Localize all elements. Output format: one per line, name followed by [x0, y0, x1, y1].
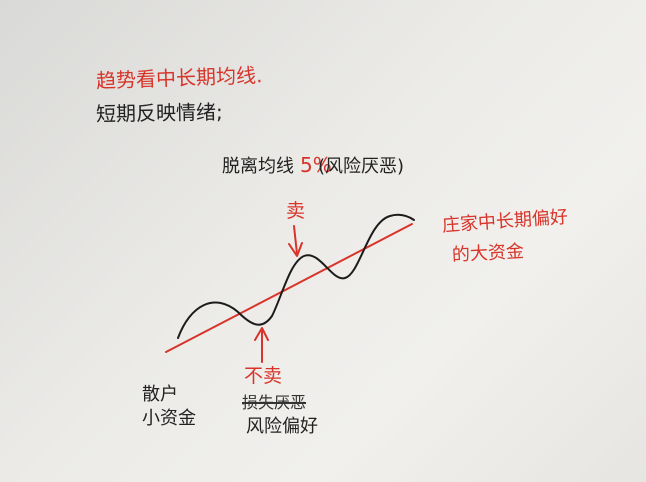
title-red-note: 趋势看中长期均线. — [95, 63, 263, 93]
deviation-percent: 5% — [300, 153, 332, 177]
risk-preference-label: 风险偏好 — [246, 416, 318, 437]
deviation-risk-note: (风险厌恶) — [318, 156, 405, 177]
retail-label: 散户 — [142, 384, 178, 405]
deviation-note: 脱离均线 — [222, 156, 294, 177]
struck-out-text: 损失厌恶 — [242, 393, 307, 412]
sell-arrow — [293, 225, 298, 255]
price-curve — [177, 213, 415, 339]
big-fund-label: 的大资金 — [451, 241, 525, 266]
title-black-note: 短期反映情绪; — [95, 99, 223, 127]
small-fund-label: 小资金 — [142, 408, 196, 429]
trend-line — [165, 223, 413, 353]
no-sell-label: 不卖 — [244, 365, 283, 387]
sell-arrowhead — [288, 242, 303, 257]
no-sell-arrowhead — [254, 327, 269, 341]
sell-label: 卖 — [286, 200, 306, 222]
